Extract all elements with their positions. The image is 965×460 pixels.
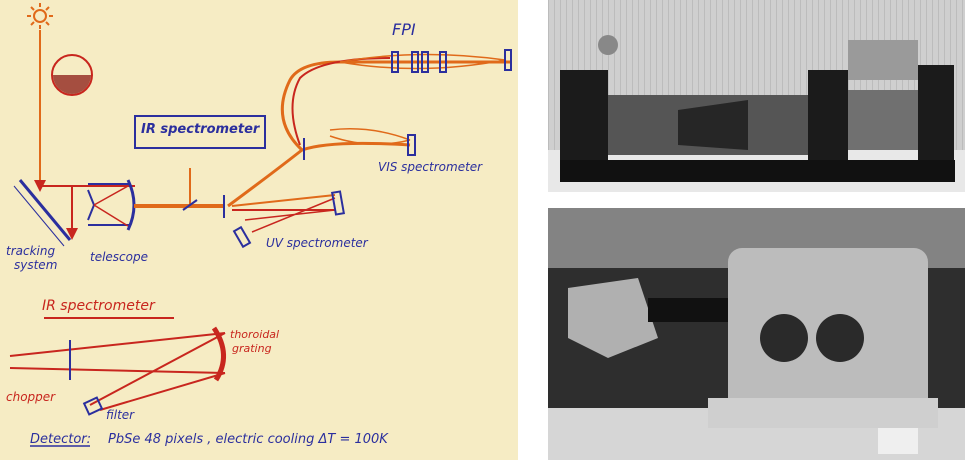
- photo-instrument-side-view: [548, 0, 965, 192]
- vis-label: VIS spectrometer: [378, 160, 482, 174]
- telescope-label: telescope: [90, 250, 148, 264]
- earth-icon: [52, 55, 92, 95]
- detector-key: Detector:: [30, 432, 91, 447]
- tracking-mirror: [20, 180, 70, 240]
- grating-label: grating: [232, 342, 272, 355]
- photo-spectrometer-mount: [548, 208, 965, 460]
- filter-label: filter: [106, 408, 134, 422]
- uv-detector: [234, 227, 250, 247]
- toroidal-label: thoroidal: [230, 328, 279, 341]
- ir-box-label: IR spectrometer: [141, 122, 259, 137]
- ir-detail-title: IR spectrometer: [42, 298, 155, 314]
- chopper-label: chopper: [6, 390, 55, 404]
- fpi-label: FPI: [392, 20, 416, 39]
- sun-icon: [27, 3, 53, 29]
- hand-drawn-optical-schematic: FPI IR spectrometer VIS spectrometer UV …: [0, 0, 518, 460]
- tracking-label: tracking: [6, 244, 55, 258]
- detector-text: PbSe 48 pixels , electric cooling ΔT = 1…: [108, 432, 388, 447]
- telescope: [88, 180, 134, 230]
- uv-label: UV spectrometer: [266, 236, 368, 250]
- system-label: system: [14, 258, 57, 272]
- schematic-drawing: [0, 0, 518, 460]
